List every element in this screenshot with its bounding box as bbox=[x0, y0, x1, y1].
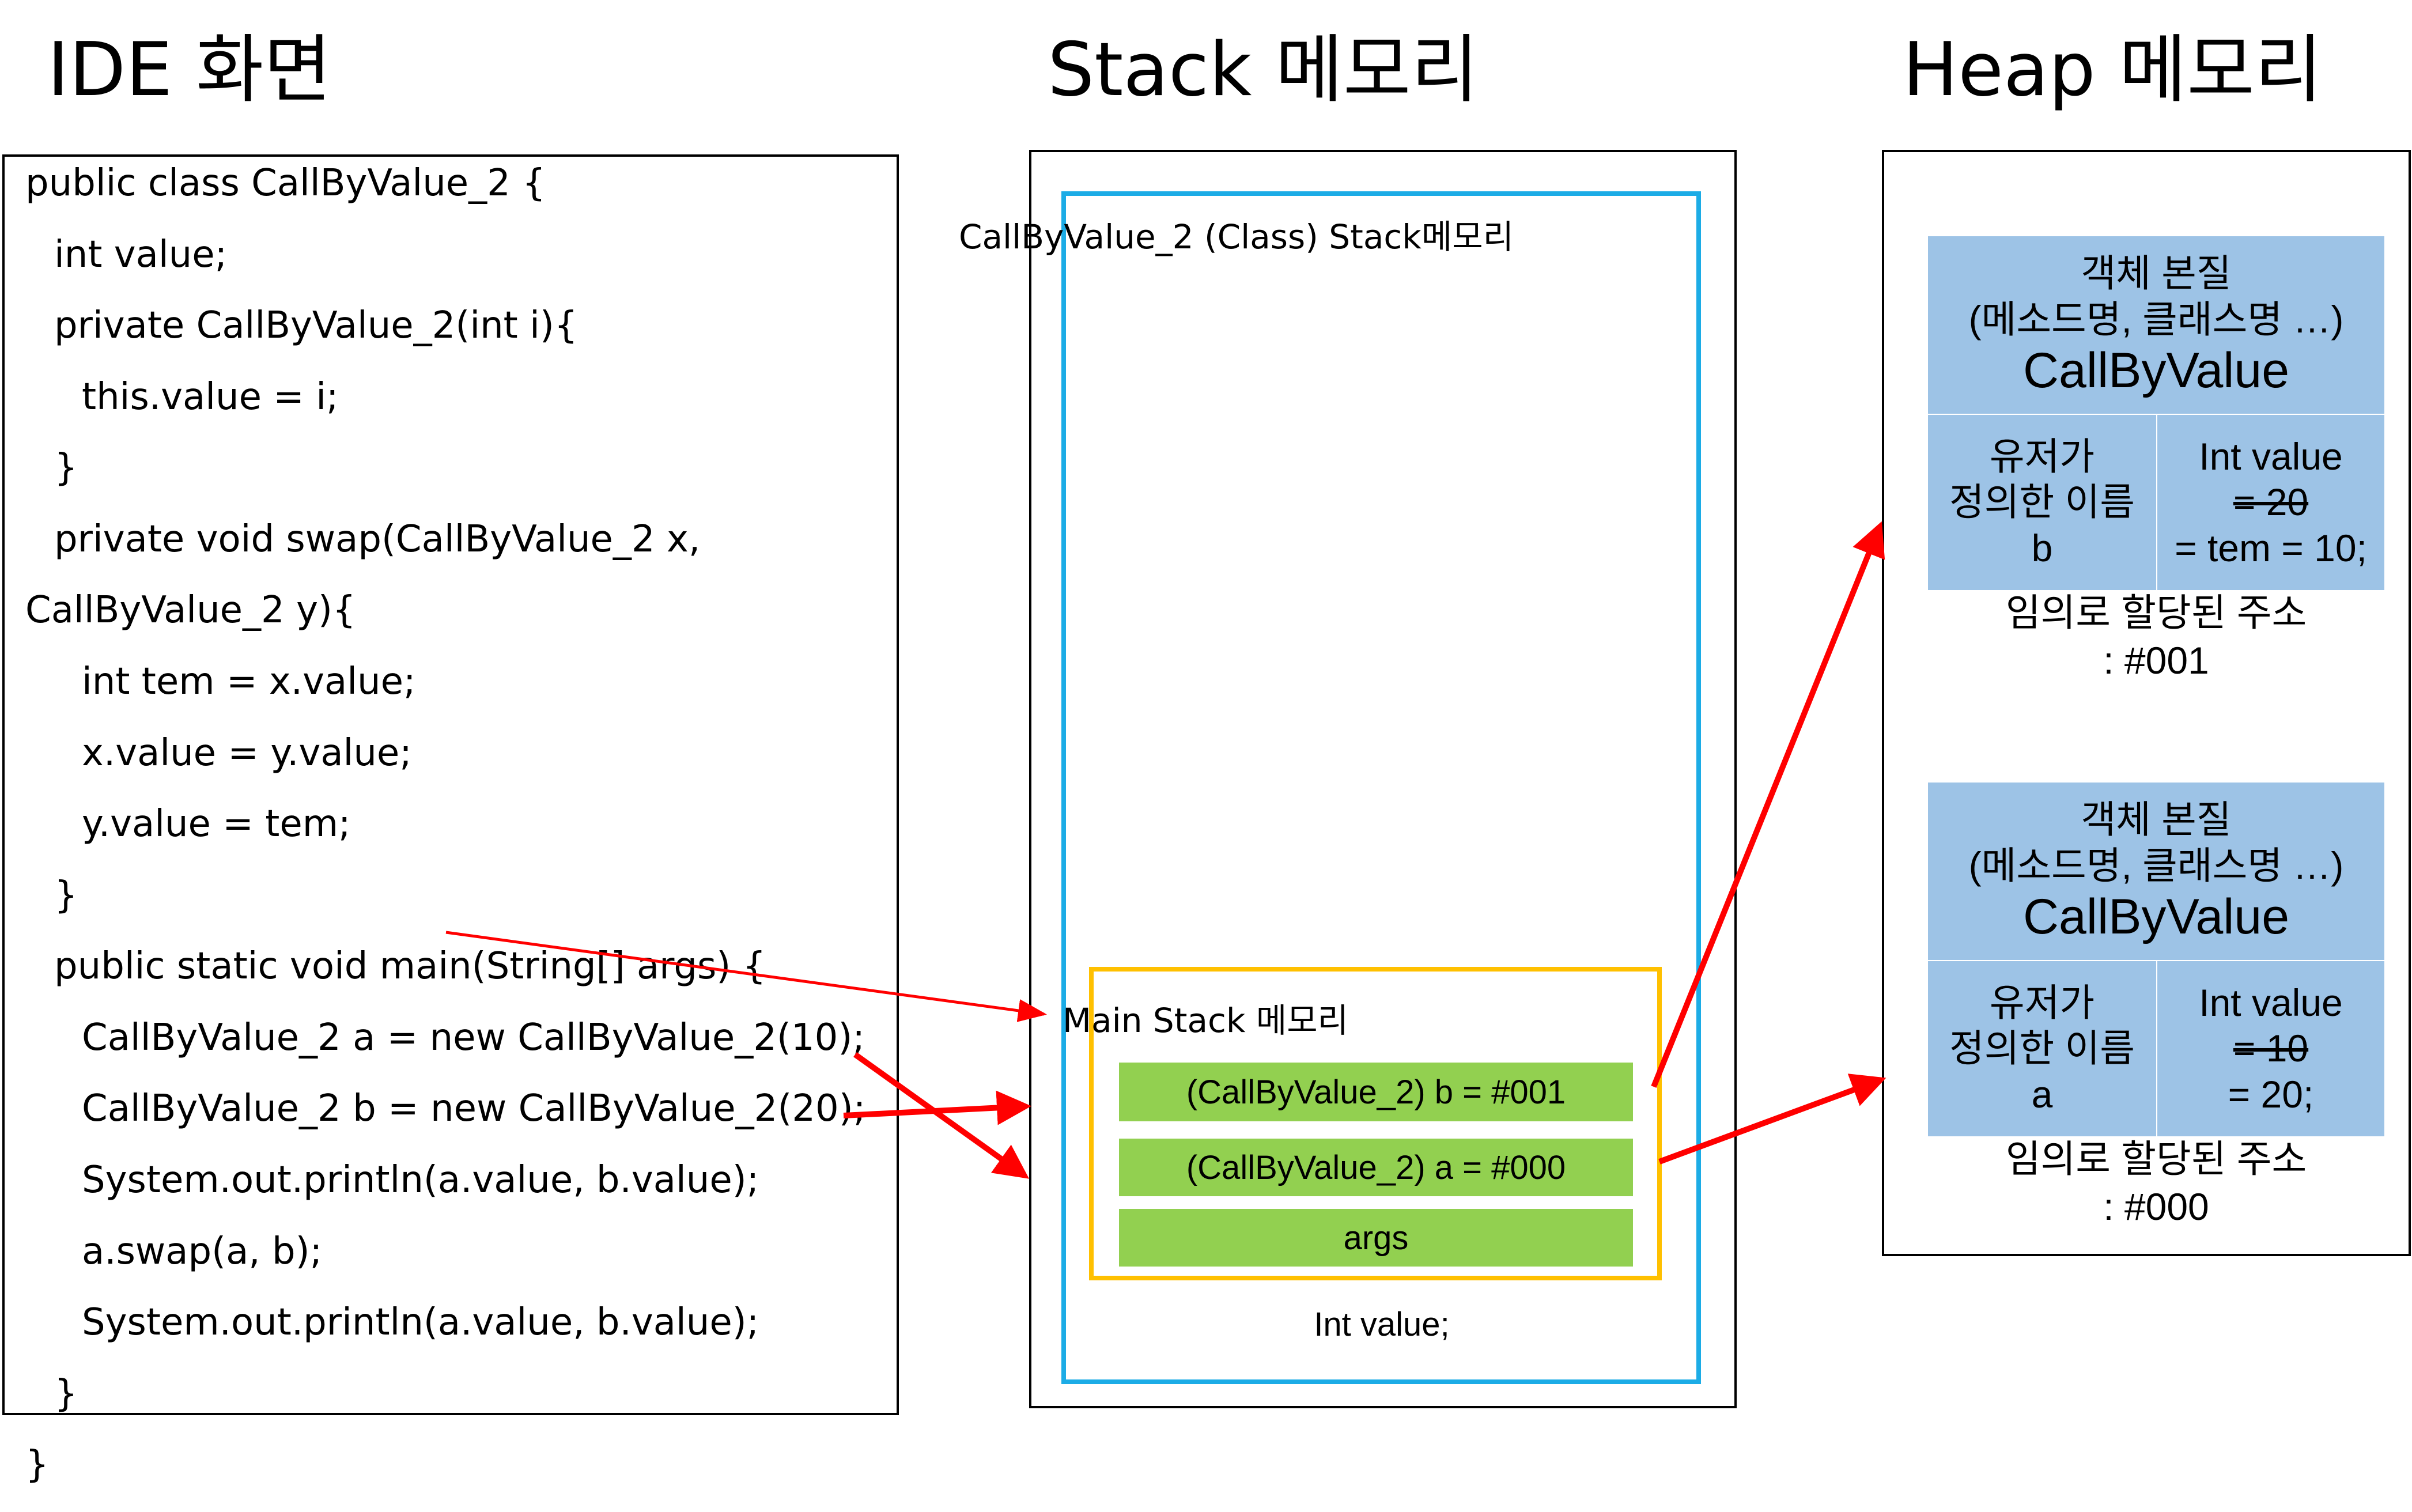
class-stack-frame bbox=[1061, 191, 1701, 1384]
code-line: CallByValue_2 y){ bbox=[25, 589, 356, 632]
code-line: CallByValue_2 b = new CallByValue_2(20); bbox=[82, 1087, 866, 1130]
heap-memory-panel bbox=[1882, 150, 2411, 1256]
code-line: } bbox=[25, 1443, 49, 1486]
heap-object-b-header: 객체 본질 (메소드명, 클래스명 …) CallByValue bbox=[1928, 236, 2384, 414]
code-line: System.out.println(a.value, b.value); bbox=[82, 1159, 759, 1201]
code-line: } bbox=[54, 1373, 78, 1415]
code-line: private void swap(CallByValue_2 x, bbox=[54, 518, 701, 561]
main-stack-frame bbox=[1089, 967, 1662, 1280]
heap-title: Heap 메모리 bbox=[1903, 27, 2323, 113]
code-line: y.value = tem; bbox=[82, 803, 351, 845]
code-line: int value; bbox=[54, 233, 228, 276]
heap-object-a-value: Int value = 10 = 20; bbox=[2157, 960, 2384, 1136]
code-line: private CallByValue_2(int i){ bbox=[54, 304, 578, 347]
ide-code-panel bbox=[2, 154, 899, 1415]
class-stack-label: CallByValue_2 (Class) Stack메모리 bbox=[959, 217, 1514, 256]
heap-object-a-class-name: CallByValue bbox=[2022, 889, 2290, 944]
stack-frame-args: args bbox=[1119, 1209, 1633, 1267]
main-to-stack-arrow bbox=[445, 931, 1047, 1022]
new-b-to-stack-arrow bbox=[843, 1090, 1031, 1125]
heap-object-a-header: 객체 본질 (메소드명, 클래스명 …) CallByValue bbox=[1928, 783, 2384, 960]
code-line: this.value = i; bbox=[82, 376, 339, 418]
stack-field-label: Int value; bbox=[1314, 1306, 1450, 1343]
heap-object-a-address: 임의로 할당된 주소 : #000 bbox=[2005, 1137, 2307, 1228]
code-line: CallByValue_2 a = new CallByValue_2(10); bbox=[82, 1016, 865, 1059]
stack-frame-b: (CallByValue_2) b = #001 bbox=[1119, 1063, 1633, 1121]
heap-object-b-value: Int value = 20 = tem = 10; bbox=[2157, 414, 2384, 590]
code-line: int tem = x.value; bbox=[82, 660, 416, 703]
new-a-to-stack-arrow bbox=[853, 1052, 1030, 1179]
code-line: x.value = y.value; bbox=[82, 732, 412, 774]
code-line: public static void main(String[] args) { bbox=[54, 945, 766, 988]
heap-object-b-old-value: = 20 bbox=[2233, 481, 2309, 524]
heap-object-b-new-value: = tem = 10; bbox=[2175, 526, 2367, 569]
a-ref-to-heap-arrow bbox=[1658, 1073, 1886, 1165]
code-line: } bbox=[54, 447, 78, 489]
stack-memory-panel bbox=[1029, 150, 1737, 1408]
main-stack-label: Main Stack 메모리 bbox=[1063, 1001, 1348, 1040]
code-line: } bbox=[54, 874, 78, 917]
stack-frame-a: (CallByValue_2) a = #000 bbox=[1119, 1139, 1633, 1196]
code-line: a.swap(a, b); bbox=[82, 1230, 323, 1273]
heap-object-a-new-value: = 20; bbox=[2228, 1072, 2314, 1116]
heap-object-b-class-name: CallByValue bbox=[2022, 342, 2290, 398]
code-line: System.out.println(a.value, b.value); bbox=[82, 1301, 759, 1344]
b-ref-to-heap-arrow bbox=[1651, 521, 1885, 1088]
heap-object-b-address: 임의로 할당된 주소 : #001 bbox=[2005, 591, 2307, 682]
heap-object-a-name: 유저가 정의한 이름 a bbox=[1928, 960, 2157, 1136]
ide-title: IDE 화면 bbox=[47, 27, 332, 113]
heap-object-a-old-value: = 10 bbox=[2233, 1027, 2309, 1070]
heap-object-b-name: 유저가 정의한 이름 b bbox=[1928, 414, 2157, 590]
code-line: public class CallByValue_2 { bbox=[25, 162, 546, 205]
stack-title: Stack 메모리 bbox=[1048, 27, 1479, 113]
code-lines: public class CallByValue_2 { int value; … bbox=[2, 0, 924, 1512]
